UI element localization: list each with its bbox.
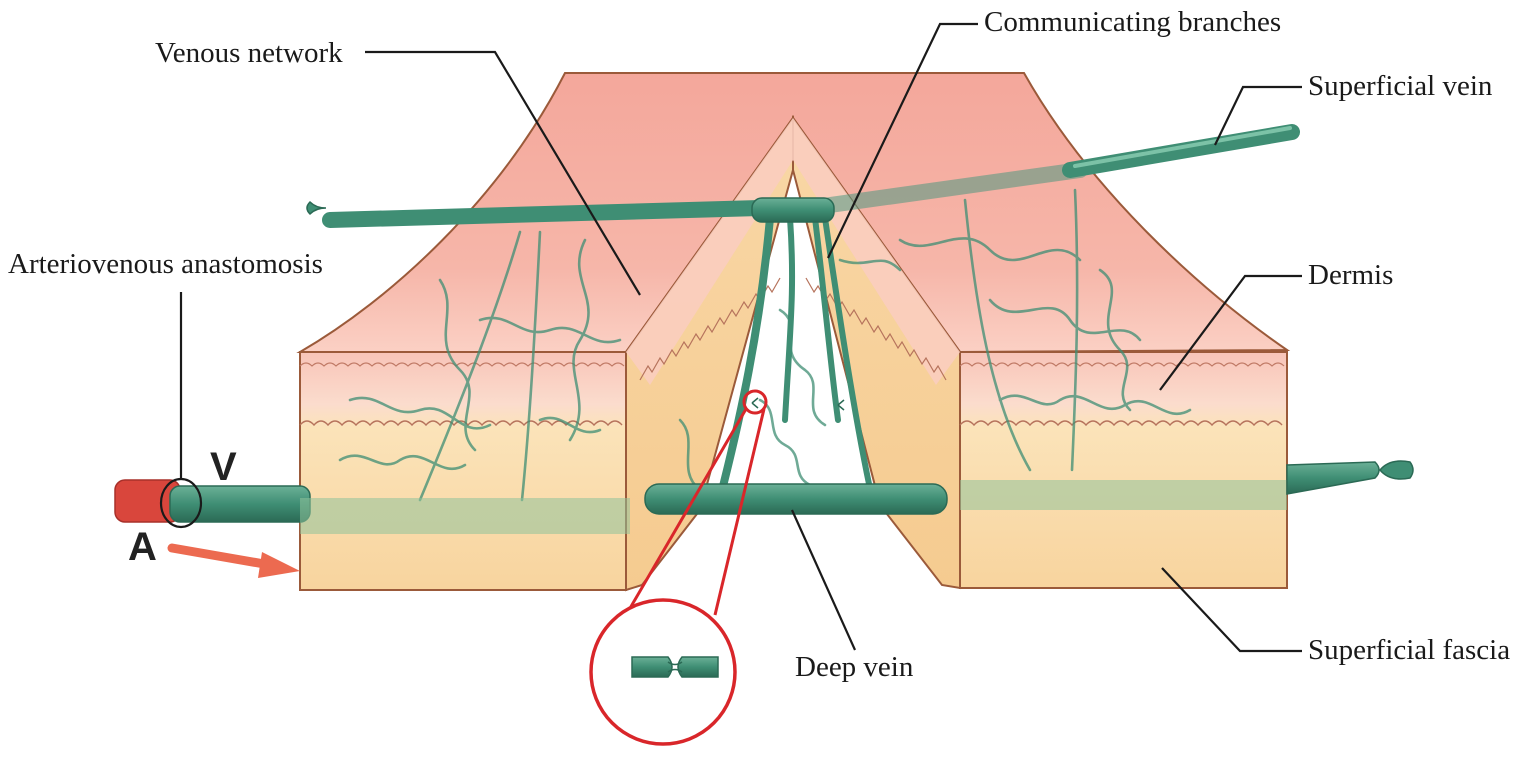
label-artery-letter: A: [128, 525, 157, 569]
superficial-vein-segment-left: [322, 200, 768, 228]
network-branch: [568, 238, 590, 442]
communicating-branch-left: [716, 214, 774, 502]
left-flap-edge: [639, 277, 781, 381]
magnifier-ray-left: [620, 408, 748, 623]
valve-zoom-vein: [631, 656, 719, 678]
communicating-branch-inner-left: [782, 215, 796, 423]
leader-superficial-vein: [1214, 85, 1302, 146]
superficial-vein-segment-middle: [822, 162, 1088, 213]
valve-mark: [837, 399, 845, 411]
network-branch: [338, 454, 467, 471]
label-vein-letter: V: [210, 445, 237, 489]
label-dermis: Dermis: [1308, 259, 1393, 291]
communicating-branch-inner-right: [812, 215, 841, 423]
label-deep-vein: Deep vein: [795, 651, 914, 683]
flow-arrow-shaft: [167, 543, 275, 570]
network-branch: [898, 237, 1082, 262]
deep-vein-right-knot: [1379, 460, 1414, 480]
magnifier-ray-right: [713, 408, 766, 616]
valve-mark: [751, 397, 759, 409]
right-flap-edge: [805, 277, 947, 381]
leader-venous-network: [365, 50, 641, 296]
network-branch: [998, 394, 1192, 416]
communicating-vein-connector: [751, 197, 835, 223]
superficial-vein-left-knot: [306, 200, 327, 216]
deep-vein-hidden-right: [960, 480, 1287, 510]
communicating-branches: [716, 197, 875, 502]
network-branch: [758, 398, 812, 487]
cut-opening: [713, 260, 875, 500]
leader-deep-vein: [790, 509, 857, 651]
leader-dermis: [1159, 274, 1302, 391]
left-epidermis-edge: [299, 362, 625, 367]
right-dermal-boundary: [959, 420, 1283, 427]
network-branch: [1098, 268, 1132, 412]
valve-source-circle: [742, 389, 768, 415]
deep-vein: [114, 460, 1414, 534]
label-arteriovenous-anastomosis: Arteriovenous anastomosis: [8, 248, 323, 280]
deep-vein-hidden-left: [300, 498, 630, 534]
network-branch: [838, 258, 902, 272]
network-branch: [520, 230, 542, 502]
communicating-branch-right: [822, 215, 875, 501]
valve-magnifier: [589, 389, 768, 746]
label-communicating-branches: Communicating branches: [984, 6, 1281, 38]
network-branch: [478, 316, 622, 344]
label-superficial-vein: Superficial vein: [1308, 70, 1493, 102]
labels: Venous network Communicating branches Su…: [8, 6, 1510, 683]
leader-lines: [179, 22, 1302, 653]
venous-network: [338, 188, 1192, 502]
network-branch: [348, 396, 492, 430]
network-branch: [418, 230, 522, 502]
blood-flow-arrow: [167, 543, 300, 578]
deep-vein-central-segment: [644, 483, 948, 515]
flow-arrow-head: [258, 552, 300, 578]
leader-communicating-branches: [827, 22, 978, 259]
leader-superficial-fascia: [1161, 567, 1302, 653]
label-superficial-fascia: Superficial fascia: [1308, 634, 1510, 666]
deep-vein-left-segment: [169, 485, 311, 523]
right-flap-dermis: [793, 118, 960, 385]
valve-zoom-leaflets: [667, 661, 683, 673]
right-epidermis-edge: [959, 362, 1285, 367]
superficial-vein-segment-right: [1062, 124, 1300, 178]
label-venous-network: Venous network: [155, 37, 343, 69]
network-branch: [1070, 188, 1079, 472]
superficial-vein: [306, 124, 1300, 228]
left-flap-dermis: [626, 118, 793, 385]
skin-block: [296, 72, 1291, 592]
network-branch: [538, 416, 602, 434]
superficial-vein-highlight: [1073, 126, 1292, 168]
network-branch: [988, 298, 1142, 342]
deep-vein-right-segment: [1286, 461, 1380, 495]
